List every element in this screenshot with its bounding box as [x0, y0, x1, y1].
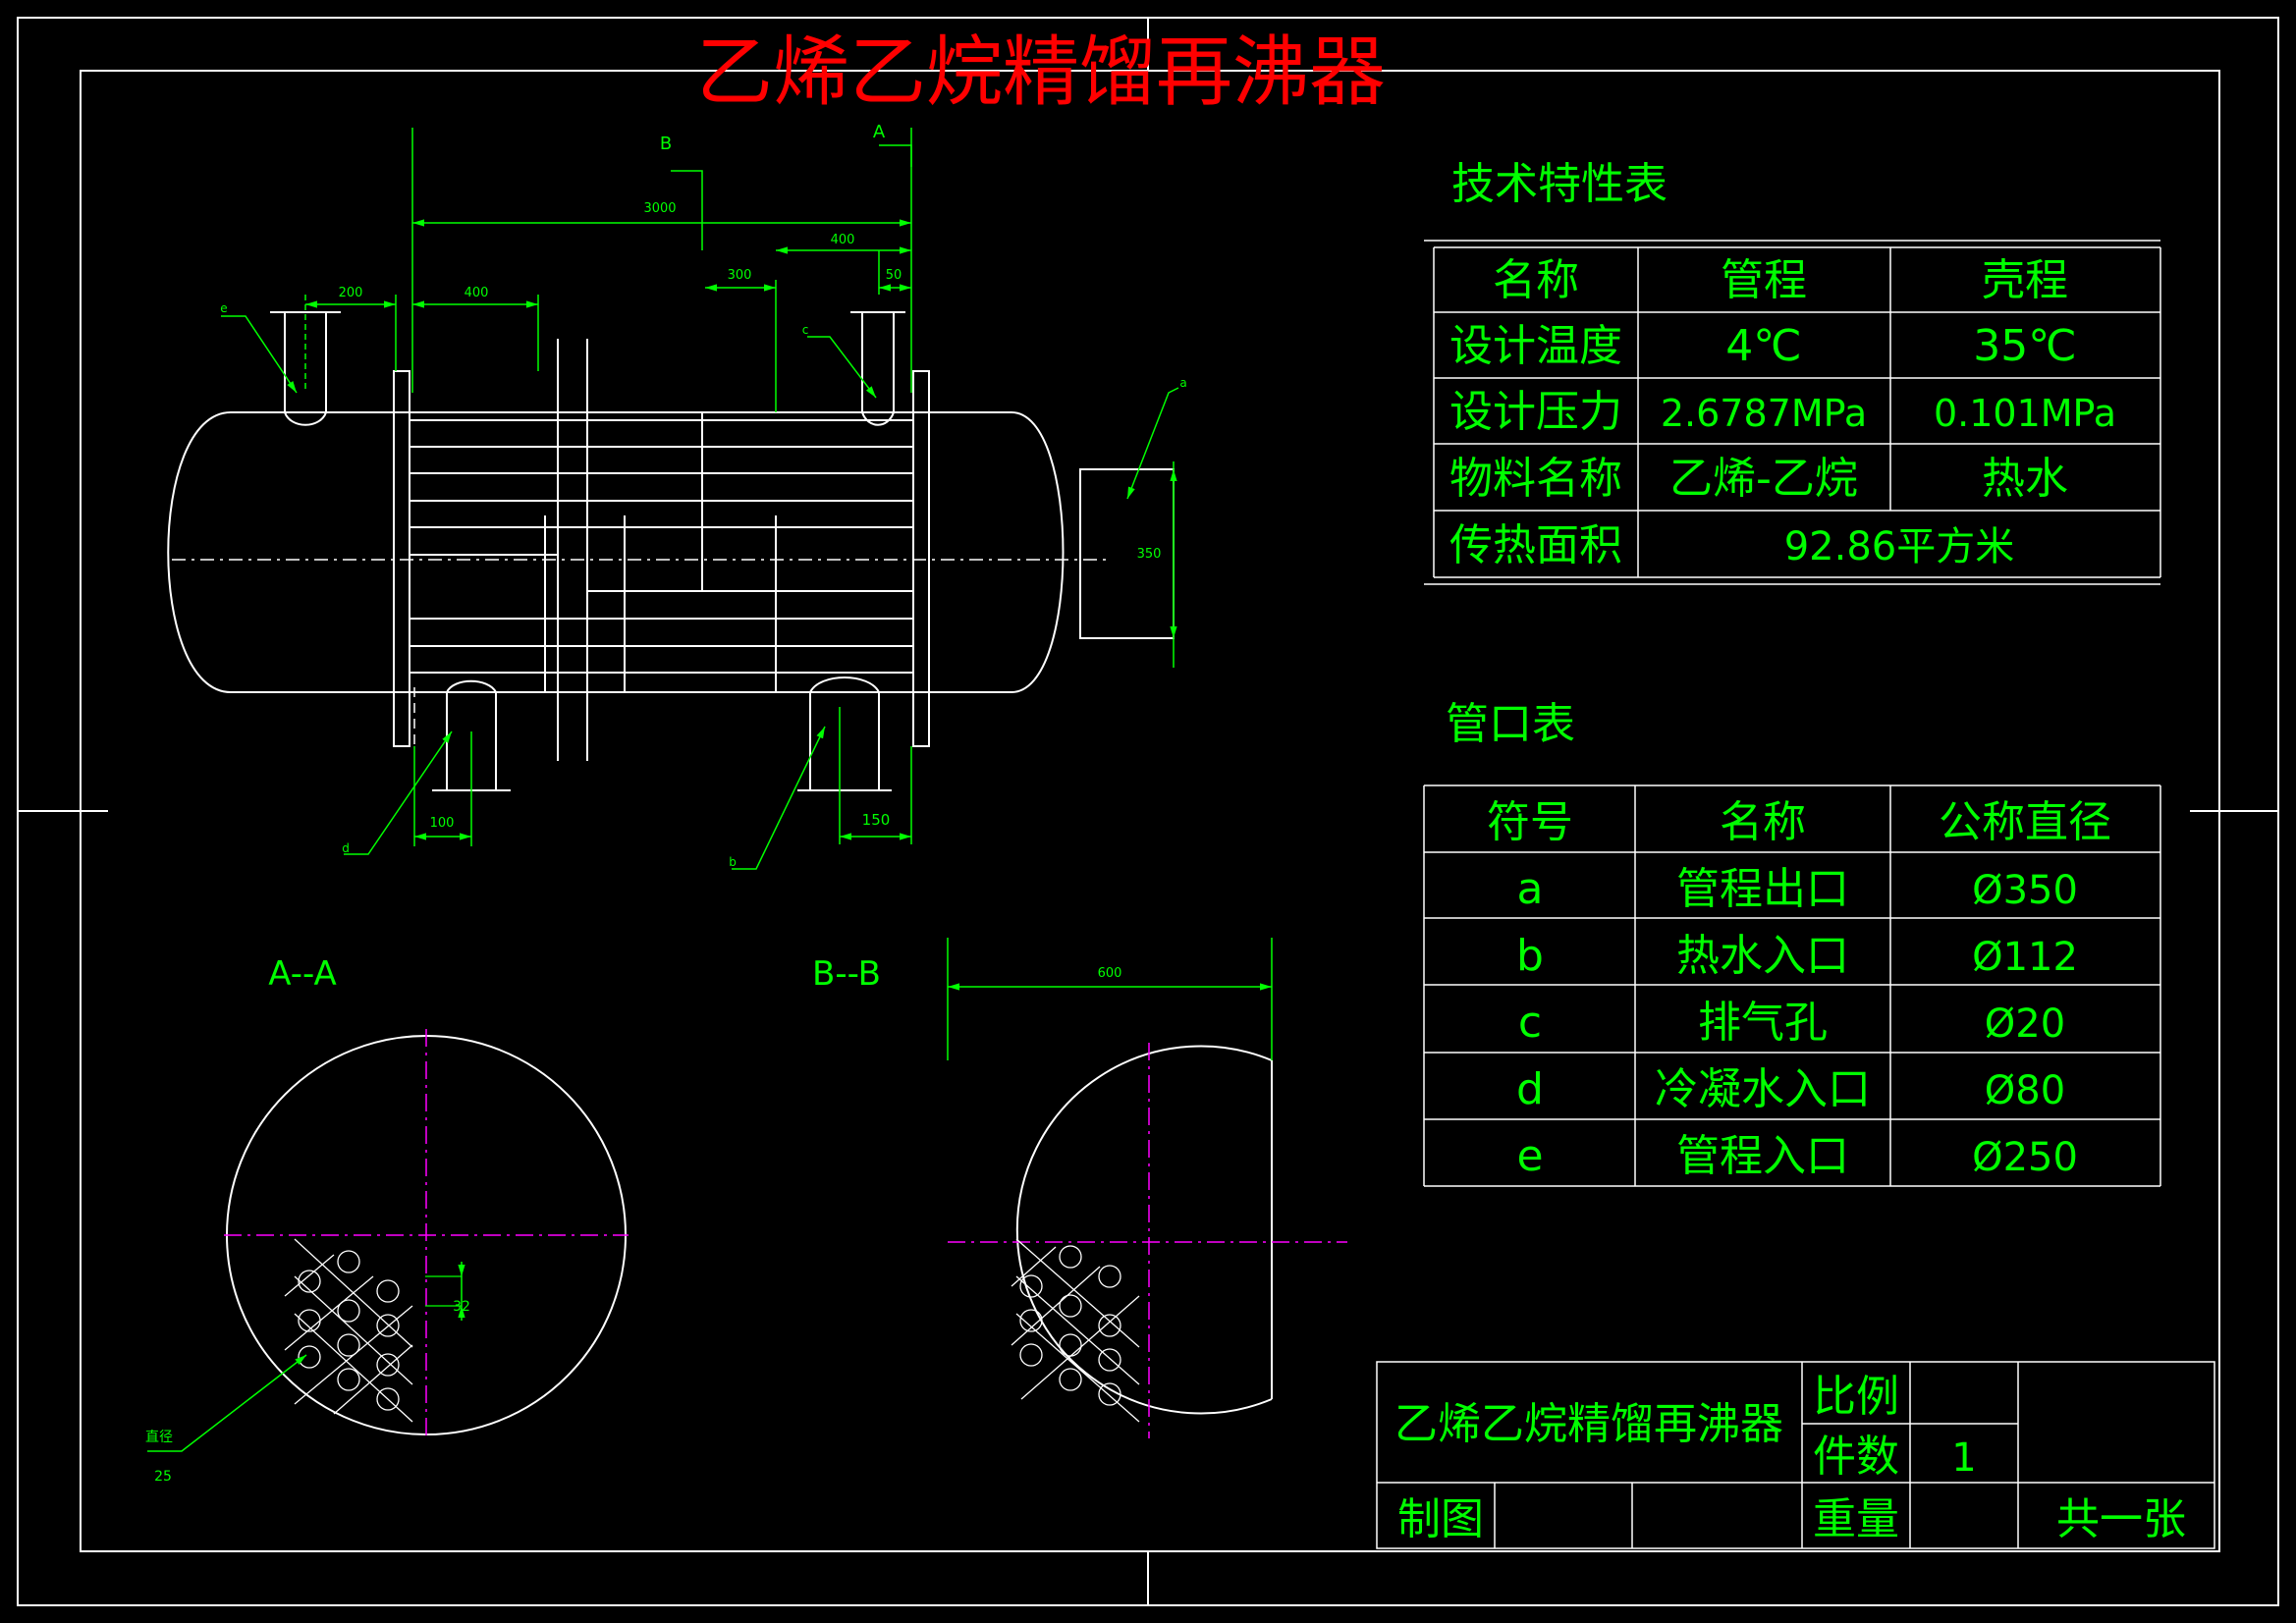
nozzle-symbol: b [1516, 931, 1544, 981]
nozzle-tag-e: e [220, 301, 227, 315]
tech-row-label: 物料名称 [1449, 454, 1622, 504]
aa-diameter-value: 25 [154, 1469, 172, 1485]
nozzle-diameter: Ø80 [1985, 1068, 2065, 1113]
nozzle-diameter: Ø350 [1972, 868, 2078, 913]
nozzle-table: 管口表 符号 名称 公称直径 a 管程出口 Ø350 b 热水入口 Ø112 c [1423, 699, 2161, 1187]
nozzle-name: 排气孔 [1698, 998, 1828, 1048]
aa-pitch: 32 [453, 1299, 470, 1315]
title-block: 乙烯乙烷精馏再沸器 比例 件数 1 制图 重量 共一张 [1376, 1361, 2215, 1549]
tech-header-shell: 壳程 [1982, 255, 2068, 305]
nozzle-diameter: Ø112 [1972, 935, 2078, 980]
elevation-view: A B 3000 200 400 300 400 50 350 100 150 … [167, 122, 1187, 870]
tech-area-label: 传热面积 [1449, 520, 1622, 570]
dim-b-nozzle: 150 [862, 811, 891, 829]
title-block-drawn-label: 制图 [1397, 1494, 1484, 1544]
title-block-weight-label: 重量 [1813, 1494, 1899, 1544]
nozzle-tag-b: b [729, 855, 737, 869]
nozzle-header-symbol: 符号 [1487, 797, 1573, 847]
dim-e-offset: 200 [339, 286, 363, 300]
section-mark-a: A [873, 122, 886, 142]
nozzle-diameter: Ø20 [1985, 1001, 2065, 1047]
dim-right-top: 400 [831, 233, 855, 247]
tech-header-name: 名称 [1493, 255, 1579, 305]
section-aa: A--A 32 直径 25 [145, 954, 629, 1485]
section-aa-label: A--A [268, 954, 337, 994]
title-block-quantity-label: 件数 [1813, 1432, 1899, 1482]
nozzle-header-diameter: 公称直径 [1939, 797, 2111, 847]
bb-tube-layout [1011, 1238, 1140, 1423]
tube-bundle [410, 412, 913, 692]
aa-diameter-label: 直径 [145, 1429, 173, 1445]
nozzle-table-heading: 管口表 [1446, 699, 1575, 749]
tech-row-shell: 0.101MPa [1934, 392, 2116, 435]
tech-row-tube: 2.6787MPa [1661, 392, 1867, 435]
drawing-title: 乙烯乙烷精馏再沸器 [696, 28, 1386, 117]
tech-header-tube: 管程 [1721, 255, 1807, 305]
title-block-name: 乙烯乙烷精馏再沸器 [1394, 1399, 1783, 1449]
nozzle-header-name: 名称 [1720, 797, 1806, 847]
sheet-frame [17, 17, 2279, 1606]
tech-row-shell: 热水 [1982, 454, 2068, 504]
nozzle-symbol: d [1516, 1064, 1544, 1114]
section-mark-b: B [660, 134, 672, 154]
dim-c-offset: 50 [886, 268, 902, 283]
bb-width: 600 [1098, 966, 1122, 981]
tech-row-shell: 35℃ [1973, 321, 2076, 371]
aa-tube-layout [284, 1238, 462, 1423]
nozzle-tag-a: a [1179, 376, 1186, 390]
section-bb-label: B--B [812, 954, 881, 994]
title-block-sheets: 共一张 [2056, 1494, 2186, 1544]
nozzle-diameter: Ø250 [1972, 1135, 2078, 1180]
title-block-scale-label: 比例 [1813, 1372, 1899, 1422]
nozzle-name: 热水入口 [1676, 931, 1849, 981]
nozzle-symbol: e [1516, 1131, 1543, 1181]
dim-mid: 300 [728, 268, 752, 283]
nozzle-name: 管程出口 [1676, 864, 1849, 914]
dimension-texts: A B 3000 200 400 300 400 50 350 100 150 … [220, 122, 1186, 869]
nozzle-symbol: a [1517, 864, 1544, 914]
dim-d-nozzle: 100 [430, 816, 455, 831]
nozzle-name: 管程入口 [1676, 1131, 1849, 1181]
nozzle-symbol: c [1518, 998, 1542, 1048]
tech-table-heading: 技术特性表 [1451, 159, 1667, 209]
tech-table: 技术特性表 名称 管程 壳程 设计温度 4℃ 35℃ 设计压力 2.6787MP… [1424, 159, 2161, 585]
nozzle-name: 冷凝水入口 [1655, 1064, 1871, 1114]
nozzle-tag-c: c [802, 323, 809, 337]
tech-row-tube: 乙烯-乙烷 [1669, 454, 1858, 504]
title-block-quantity-value: 1 [1951, 1435, 1976, 1481]
shell-outline [167, 311, 1175, 791]
dim-overall: 3000 [643, 201, 676, 216]
nozzle-tag-d: d [342, 841, 350, 855]
tech-row-label: 设计温度 [1449, 321, 1622, 371]
tech-row-label: 设计压力 [1449, 387, 1622, 437]
dim-right-nozzle: 350 [1137, 547, 1162, 562]
dimension-lines [221, 128, 1179, 870]
tech-row-tube: 4℃ [1725, 321, 1801, 371]
tech-area-value: 92.86平方米 [1784, 524, 2015, 569]
dim-left-baffle: 400 [465, 286, 489, 300]
section-bb: B--B 600 [812, 938, 1347, 1438]
